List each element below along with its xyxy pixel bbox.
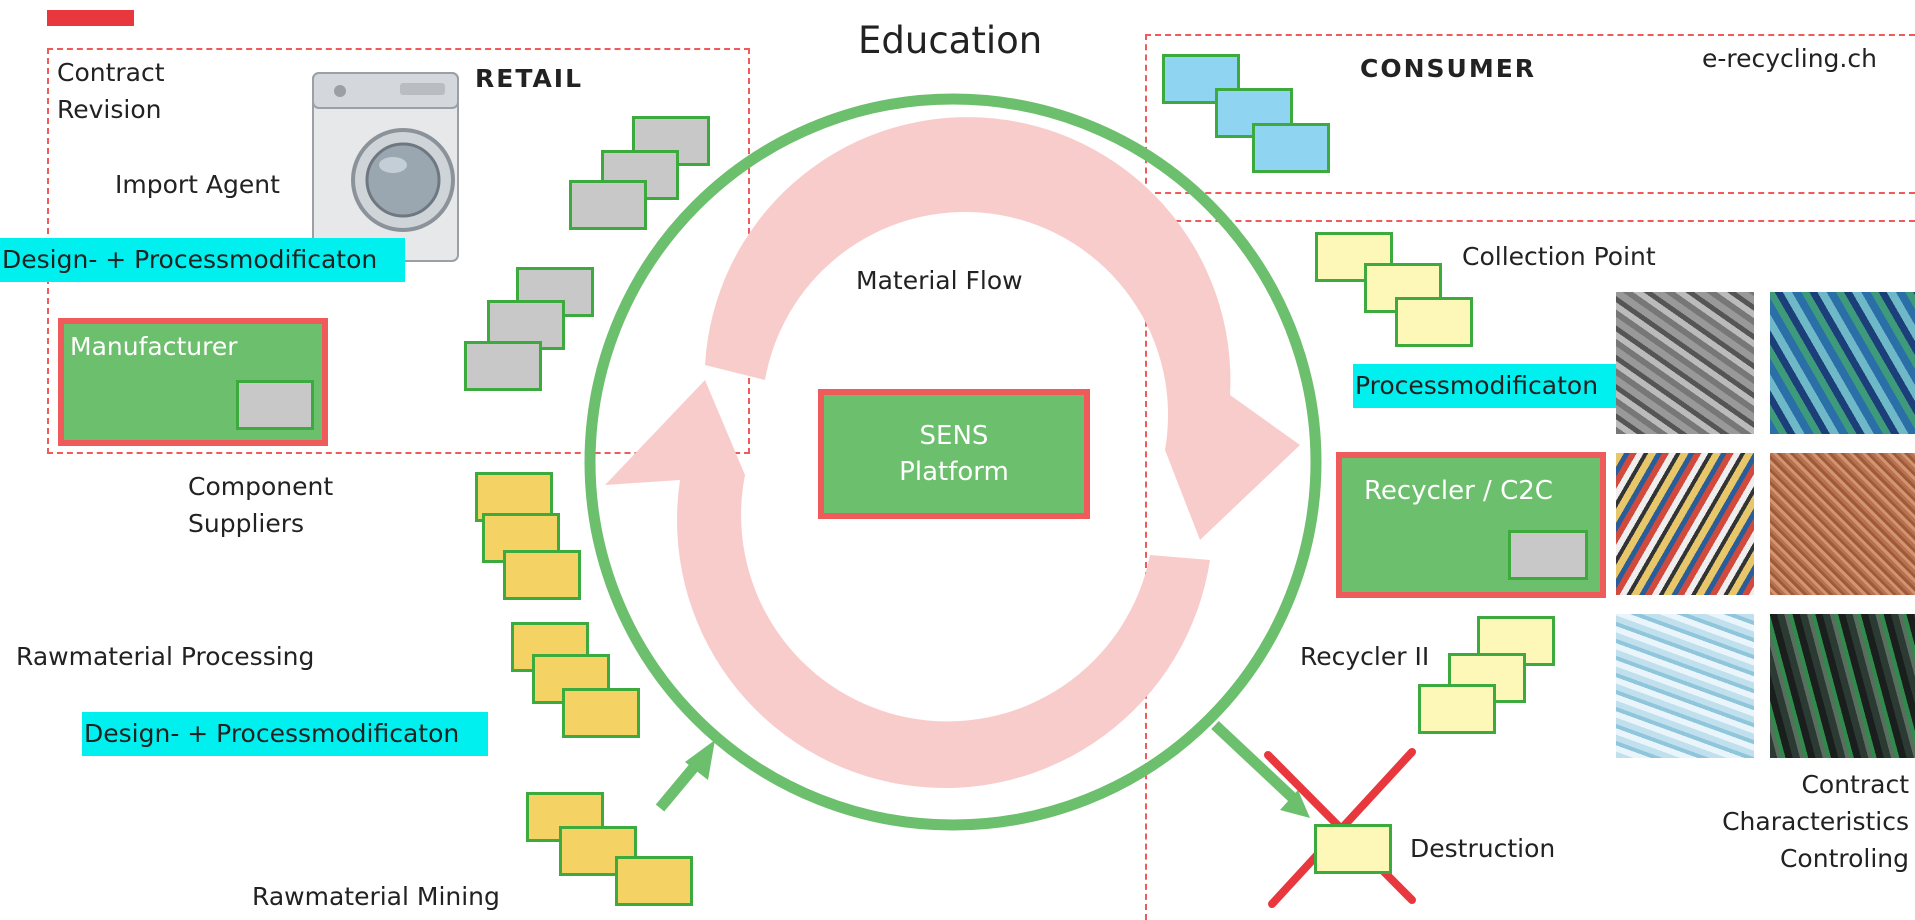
contract-revision-line2: Revision bbox=[57, 95, 162, 124]
material-photo-tile-packaging bbox=[1616, 453, 1754, 595]
contract-revision-line1: Contract bbox=[57, 58, 165, 87]
washing-machine-icon bbox=[312, 72, 459, 262]
material-flow-arrows bbox=[605, 117, 1300, 789]
recycler-c2c-label: Recycler / C2C bbox=[1364, 476, 1553, 506]
platform-line1: SENS bbox=[919, 421, 989, 451]
page-title: Education bbox=[858, 19, 1043, 62]
contract-line2: Characteristics bbox=[1722, 807, 1909, 836]
component-suppliers-line1: Component bbox=[188, 472, 334, 501]
component-suppliers-line2: Suppliers bbox=[188, 509, 305, 538]
consumer-card bbox=[1252, 123, 1330, 173]
processing-card bbox=[562, 688, 640, 738]
recycler-c2c-card bbox=[1508, 530, 1588, 580]
material-photo-tile-copper bbox=[1770, 453, 1915, 595]
mining-card bbox=[615, 856, 693, 906]
material-photo-tile-plastic-blue bbox=[1770, 292, 1915, 434]
destruction-card bbox=[1314, 824, 1392, 874]
manufacturer-box: Manufacturer bbox=[58, 318, 328, 446]
rawmaterial-processing-label: Rawmaterial Processing bbox=[16, 642, 315, 671]
sens-platform-box: SENS Platform bbox=[818, 389, 1090, 519]
material-photo-tile-scrap-metal bbox=[1616, 292, 1754, 434]
collection-card bbox=[1395, 297, 1473, 347]
contract-line3: Controling bbox=[1779, 844, 1909, 873]
input-arrow bbox=[655, 740, 715, 812]
site-label: e-recycling.ch bbox=[1702, 44, 1877, 73]
material-flow-label: Material Flow bbox=[856, 266, 1023, 295]
section-consumer-label: CONSUMER bbox=[1360, 54, 1537, 83]
recycling-frame bbox=[1145, 220, 1915, 920]
platform-line2: Platform bbox=[899, 457, 1009, 487]
recycler-c2c-box: Recycler / C2C bbox=[1336, 452, 1606, 598]
retail-card-stack-top bbox=[569, 180, 647, 230]
manufacturer-label: Manufacturer bbox=[70, 332, 238, 361]
design-mod-label-bottom: Design- + Processmodificaton bbox=[82, 712, 488, 756]
destruction-label: Destruction bbox=[1410, 834, 1556, 863]
output-arrow bbox=[1211, 720, 1310, 818]
material-photo-tile-glass bbox=[1616, 614, 1754, 758]
manufacturer-card bbox=[236, 380, 314, 430]
education-cycle-ring bbox=[584, 93, 1322, 831]
recycler-ii-label: Recycler II bbox=[1300, 642, 1430, 671]
material-photo-tile-circuit bbox=[1770, 614, 1915, 758]
import-agent-label: Import Agent bbox=[115, 170, 280, 199]
supplier-card bbox=[503, 550, 581, 600]
design-mod-label-top: Design- + Processmodificaton bbox=[0, 238, 405, 282]
rawmaterial-mining-label: Rawmaterial Mining bbox=[252, 882, 500, 911]
processmod-label: Processmodificaton bbox=[1353, 364, 1658, 408]
consumer-frame bbox=[1145, 34, 1915, 194]
section-retail-label: RETAIL bbox=[475, 64, 584, 93]
accent-bar bbox=[47, 10, 134, 26]
collection-point-label: Collection Point bbox=[1462, 242, 1656, 271]
contract-line1: Contract bbox=[1801, 770, 1909, 799]
retail-card-stack-bottom bbox=[464, 341, 542, 391]
recycler-ii-card bbox=[1418, 684, 1496, 734]
